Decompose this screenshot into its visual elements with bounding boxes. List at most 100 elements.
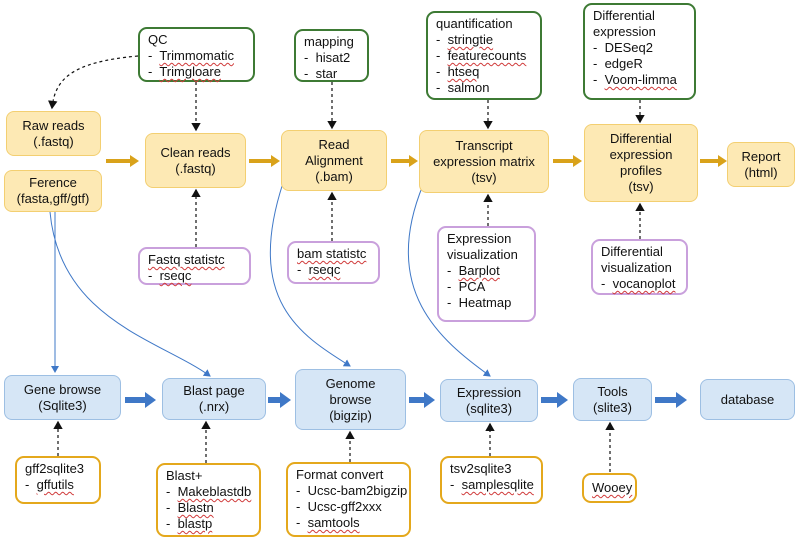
tool-item: samplesqlite [450, 477, 534, 493]
stage-label-line: (html) [744, 164, 778, 180]
tool-title: Fastq statistc [148, 252, 225, 267]
web-label-line: Blast page [183, 383, 245, 398]
stage-label-line: expression matrix [433, 153, 535, 169]
blue-arrows [125, 392, 687, 408]
qc-to-raw [47, 55, 139, 110]
arrow-raw-to-clean [106, 155, 139, 167]
stage-report: Report (html) [727, 142, 795, 187]
web-expression: Expression (sqlite3) [440, 379, 538, 422]
stage-label-line: (tsv) [471, 169, 497, 185]
tool-item: htseq [436, 64, 532, 80]
tool-item: edgeR [593, 56, 686, 72]
tool-item: vocanoplot [601, 276, 678, 292]
tool-title: Format convert [296, 467, 384, 482]
tool-item: Voom-limma [593, 72, 686, 88]
tool-title: quantification [436, 16, 513, 31]
stage-label-line: profiles [620, 163, 662, 178]
ference-to-blast [49, 211, 211, 377]
web-genome-browse: Genome browse (bigzip) [295, 369, 406, 430]
stage-label-line: Ference [29, 175, 77, 190]
tool-box-blast-plus: Blast+ Makeblastdb Blastn blastp [156, 463, 261, 537]
tool-item: Trimgloare [148, 64, 245, 80]
stage-clean-reads: Clean reads (.fastq) [145, 133, 246, 188]
stage-read-alignment: Read Alignment (.bam) [281, 130, 387, 191]
web-label-line: (Sqlite3) [38, 397, 87, 413]
arrow-blast-to-genome [268, 392, 291, 408]
stage-transcript-matrix: Transcript expression matrix (tsv) [419, 130, 549, 193]
tool-box-tsv2sqlite3: tsv2sqlite3 samplesqlite [440, 456, 543, 504]
arrow-profiles-to-report [700, 155, 727, 167]
stage-label-line: (.fastq) [33, 133, 74, 149]
blue-curves [49, 182, 491, 377]
arrow-genome-to-expr [409, 392, 435, 408]
web-gene-browse: Gene browse (Sqlite3) [4, 375, 121, 420]
gold-arrows [106, 155, 727, 167]
web-label-line: Expression [456, 384, 522, 400]
stage-raw-reads: Raw reads (.fastq) [6, 111, 101, 156]
tool-item: gffutils [25, 477, 91, 493]
dashed-connectors [47, 55, 645, 472]
arrow-gene-to-blast [125, 392, 156, 408]
tool-item: blastp [166, 516, 251, 532]
web-blast-page: Blast page (.nrx) [162, 378, 266, 420]
stage-diff-profiles: Differential expression profiles (tsv) [584, 124, 698, 202]
tool-title: bam statistc [297, 246, 367, 261]
arrow-expr-to-tools [541, 392, 568, 408]
web-label-line: Gene browse [23, 381, 102, 397]
tool-box-mapping: mapping hisat2 star [294, 29, 369, 82]
tool-title: Differential expression [593, 8, 656, 39]
tool-item: stringtie [436, 32, 532, 48]
tool-box-qc: QC Trimmomatic Trimgloare [138, 27, 255, 82]
tool-title: gff2sqlite3 [25, 461, 85, 476]
tool-box-wooey: Wooey [582, 473, 637, 503]
tool-box-gff2sqlite3: gff2sqlite3 gffutils [15, 456, 101, 504]
web-label-line: browse [329, 391, 372, 407]
stage-label-line: (.fastq) [175, 160, 216, 176]
stage-label-line: Differential [610, 131, 672, 146]
web-label-line: (sqlite3) [465, 400, 513, 416]
web-label-line: (bigzip) [329, 407, 372, 423]
tool-box-differential-expression: Differential expression DESeq2 edgeR Voo… [583, 3, 696, 100]
tool-title: Blast+ [166, 468, 203, 483]
tool-item: Trimmomatic [148, 48, 245, 64]
arrow-clean-to-align [249, 155, 280, 167]
web-label-line: Genome [325, 375, 376, 391]
stage-label-line: expression [609, 147, 673, 162]
tool-box-differential-visualization: Differential visualization vocanoplot [591, 239, 688, 295]
tool-title: mapping [304, 34, 354, 49]
web-tools: Tools (slite3) [573, 378, 652, 421]
stage-label-line: Raw reads [22, 117, 85, 133]
tool-item: featurecounts [436, 48, 532, 64]
tool-item: Barplot [447, 263, 526, 279]
web-label-line: Tools [597, 383, 628, 399]
tool-item: samtools [296, 515, 401, 531]
tool-item: Ucsc-gff2xxx [296, 499, 401, 515]
tool-box-bam-statistc: bam statistc rseqc [287, 241, 380, 284]
tool-item: rseqc [148, 268, 241, 284]
tool-box-format-convert: Format convert Ucsc-bam2bigzip Ucsc-gff2… [286, 462, 411, 537]
web-label-line: database [720, 391, 775, 407]
tool-item: Heatmap [447, 295, 526, 311]
tool-item: salmon [436, 80, 532, 96]
tool-title: Expression visualization [447, 231, 518, 262]
tool-item: hisat2 [304, 50, 359, 66]
tool-box-expression-visualization: Expression visualization Barplot PCA Hea… [437, 226, 536, 322]
stage-label-line: Clean reads [160, 144, 231, 160]
arrow-align-to-matrix [391, 155, 418, 167]
tool-title: Differential visualization [601, 244, 672, 275]
tool-item: Makeblastdb [166, 484, 252, 500]
arrow-tools-to-db [655, 392, 687, 408]
tool-item: Blastn [166, 500, 251, 516]
stage-reference: Ference (fasta,gff/gtf) [4, 170, 102, 212]
tool-item: rseqc [297, 262, 370, 278]
tool-item: PCA [447, 279, 526, 295]
stage-label-line: (.bam) [315, 168, 353, 184]
stage-label-line: Read [318, 136, 350, 152]
tool-item: Ucsc-bam2bigzip [296, 483, 408, 499]
tool-title: tsv2sqlite3 [450, 461, 512, 476]
tool-box-quantification: quantification stringtie featurecounts h… [426, 11, 542, 100]
arrow-matrix-to-profiles [553, 155, 582, 167]
align-to-genome [269, 182, 351, 367]
web-database: database [700, 379, 795, 420]
